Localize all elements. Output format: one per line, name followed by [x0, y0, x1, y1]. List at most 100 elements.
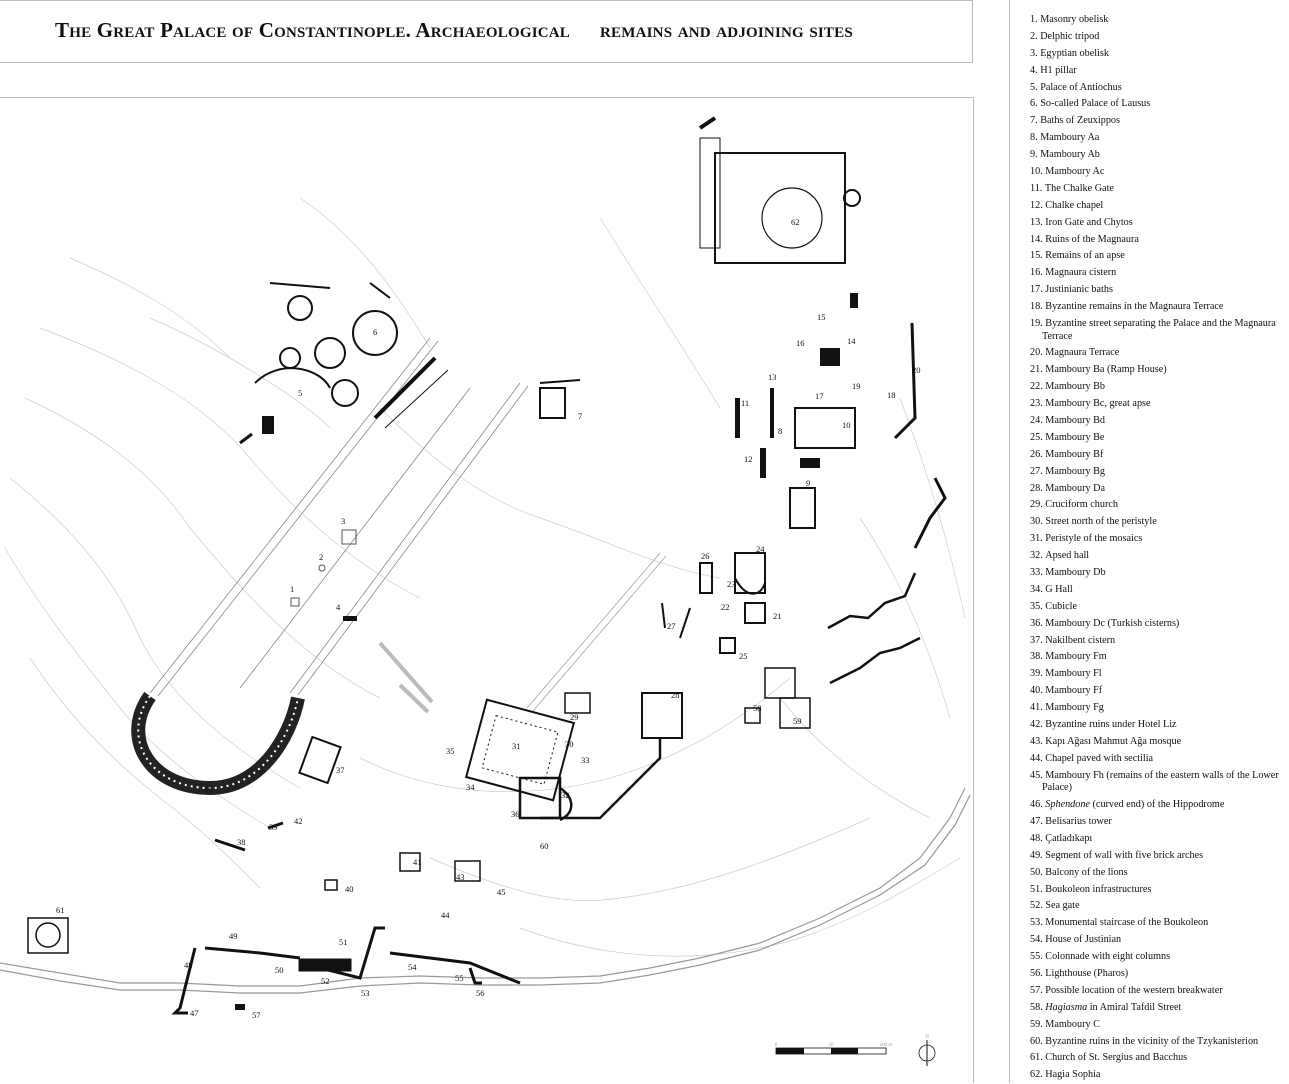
legend-item-number: 29. — [1030, 499, 1043, 511]
map-label-54: 54 — [408, 962, 417, 972]
legend-item-text: Mamboury Db — [1045, 567, 1106, 578]
legend-item: 34. G Hall — [1030, 584, 1289, 597]
east-terrace-wall — [827, 572, 917, 630]
egyptian-obelisk-mark — [341, 529, 357, 545]
map-title: The Great Palace of Constantinople. Arch… — [55, 18, 853, 43]
legend-item-number: 26. — [1030, 448, 1043, 460]
magnaura-terrace-wall — [893, 322, 917, 440]
legend-item-text: Balcony of the lions — [1045, 866, 1128, 878]
map-label-32: 32 — [561, 790, 570, 800]
legend-item: 58. Hagiasma in Amiral Tafdil Street — [1030, 1002, 1289, 1015]
legend-item: 44. Chapel paved with sectilia — [1030, 753, 1289, 766]
legend-item: 43. Kapı Ağası Mahmut Ağa mosque — [1030, 736, 1289, 749]
legend-item: 47. Belisarius tower — [1030, 816, 1289, 829]
scale-label: 50 — [829, 1043, 835, 1048]
hippodrome — [149, 337, 529, 697]
legend-item-number: 43. — [1030, 735, 1043, 747]
legend-item-number: 12. — [1030, 199, 1043, 211]
legend-item: 17. Justinianic baths — [1030, 284, 1289, 297]
map-label-53: 53 — [361, 988, 370, 998]
legend-item-text: Mamboury Dc (Turkish cisterns) — [1045, 617, 1180, 629]
legend-item-text: Cruciform church — [1045, 499, 1118, 511]
map-label-49: 49 — [229, 931, 238, 941]
legend-item-number: 5. — [1030, 81, 1038, 93]
legend-item-text: Church of St. Sergius and Bacchus — [1045, 1052, 1188, 1064]
peristyle — [464, 698, 576, 802]
map-label-25: 25 — [739, 651, 748, 661]
legend-item-number: 25. — [1030, 431, 1043, 443]
legend-item: 45. Mamboury Fh (remains of the eastern … — [1030, 770, 1289, 795]
map-label-1: 1 — [290, 584, 294, 594]
legend-item-text: Mamboury Fm — [1045, 651, 1107, 663]
legend-item-number: 55. — [1030, 951, 1043, 963]
map-label-44: 44 — [441, 910, 450, 920]
map-label-15: 15 — [817, 312, 826, 322]
legend-item-text: Ruins of the Magnaura — [1045, 233, 1139, 245]
legend-item-number: 15. — [1030, 250, 1043, 262]
legend-item-text: Mamboury Fl — [1045, 668, 1102, 680]
title-part-2: remains and adjoining sites — [600, 18, 853, 42]
legend-item: 7. Baths of Zeuxippos — [1030, 115, 1289, 128]
legend-item: 46. Sphendone (curved end) of the Hippod… — [1030, 799, 1289, 812]
map-label-22: 22 — [721, 602, 730, 612]
apsed-hall — [518, 776, 573, 822]
legend-item-number: 10. — [1030, 166, 1043, 178]
legend-item: 51. Boukoleon infrastructures — [1030, 884, 1289, 897]
legend-item: 49. Segment of wall with five brick arch… — [1030, 850, 1289, 863]
legend-item-text: Hagia Sophia — [1045, 1069, 1101, 1081]
legend-item-text: Mamboury Bb — [1045, 381, 1105, 393]
legend-item-text: Segment of wall with five brick arches — [1045, 849, 1204, 861]
legend-item-text: Byzantine ruins under Hotel Liz — [1045, 719, 1177, 731]
zeuxippos — [539, 379, 581, 419]
legend-item-number: 51. — [1030, 883, 1043, 895]
legend-item-text: Çatladıkapı — [1045, 832, 1093, 844]
map-label-18: 18 — [887, 390, 896, 400]
legend-item-number: 6. — [1030, 98, 1038, 110]
legend-item-number: 36. — [1030, 617, 1043, 629]
legend-item: 13. Iron Gate and Chytos — [1030, 217, 1289, 230]
legend-item-text: Mamboury Ff — [1045, 685, 1103, 697]
legend-item-number: 44. — [1030, 752, 1043, 764]
legend-item-text: Mamboury C — [1045, 1018, 1100, 1030]
map-label-48: 48 — [184, 960, 193, 970]
legend-item: 28. Mamboury Da — [1030, 483, 1289, 496]
legend-item: 57. Possible location of the western bre… — [1030, 985, 1289, 998]
legend-item-text: Nakilbent cistern — [1045, 634, 1116, 646]
map-label-56: 56 — [476, 988, 485, 998]
scale-label: 100 m — [880, 1043, 893, 1048]
map-label-12: 12 — [744, 454, 753, 464]
map-label-33: 33 — [581, 755, 590, 765]
legend-item-number: 13. — [1030, 216, 1043, 228]
legend-item: 39. Mamboury Fl — [1030, 668, 1289, 681]
legend-item: 41. Mamboury Fg — [1030, 702, 1289, 715]
legend-item-number: 52. — [1030, 900, 1043, 912]
map-label-5: 5 — [298, 388, 302, 398]
legend-item-text: Kapı Ağası Mahmut Ağa mosque — [1045, 735, 1182, 747]
masonry-obelisk-mark — [290, 597, 300, 607]
legend-item-text: Colonnade with eight columns — [1045, 951, 1171, 963]
legend-item-text: Chalke chapel — [1045, 199, 1104, 211]
map-label-6: 6 — [373, 327, 377, 337]
legend-item: 8. Mamboury Aa — [1030, 132, 1289, 145]
legend-item-text: Cubicle — [1045, 600, 1077, 612]
legend-item: 61. Church of St. Sergius and Bacchus — [1030, 1052, 1289, 1065]
legend-item-number: 31. — [1030, 533, 1043, 545]
map-label-7: 7 — [578, 411, 582, 421]
map-label-28: 28 — [671, 690, 680, 700]
legend-item-text: Mamboury Ab — [1040, 149, 1100, 161]
map-label-23: 23 — [727, 579, 736, 589]
legend-item: 62. Hagia Sophia — [1030, 1069, 1289, 1082]
legend-item-text: Sea gate — [1045, 900, 1080, 912]
legend-item-text: Peristyle of the mosaics — [1045, 533, 1143, 545]
legend-item-number: 37. — [1030, 634, 1043, 646]
legend-item-number: 42. — [1030, 719, 1043, 731]
legend-item-number: 38. — [1030, 651, 1043, 663]
legend-item-text: Hagiasma in Amiral Tafdil Street — [1045, 1001, 1182, 1013]
legend-item: 50. Balcony of the lions — [1030, 867, 1289, 880]
legend-item: 10. Mamboury Ac — [1030, 166, 1289, 179]
legend-item: 60. Byzantine ruins in the vicinity of t… — [1030, 1036, 1289, 1049]
legend-item-text: Egyptian obelisk — [1040, 47, 1109, 59]
